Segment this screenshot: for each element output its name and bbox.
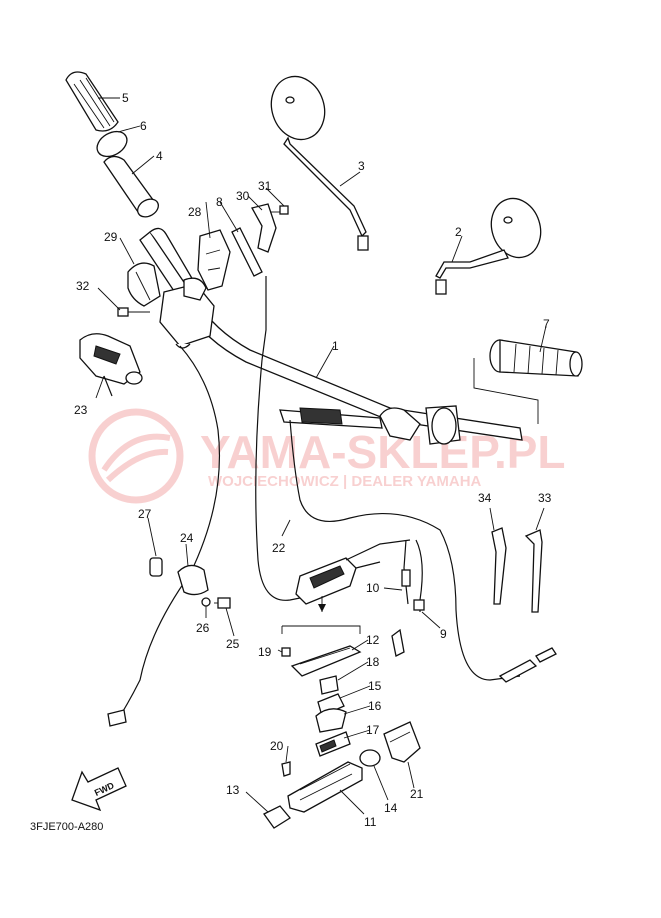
mirror-part-2[interactable] — [435, 192, 548, 295]
watermark-tagline: WOJCIECHOWICZ | DEALER YAMAHA — [208, 473, 482, 490]
callout-2: 2 — [455, 225, 462, 239]
leader-lines — [95, 97, 547, 815]
callout-8: 8 — [216, 195, 223, 209]
callout-31: 31 — [258, 179, 272, 193]
callout-30: 30 — [236, 189, 250, 203]
grip-ring-part[interactable] — [93, 126, 132, 161]
boot-part-21[interactable] — [383, 721, 421, 763]
screw-part-20[interactable] — [281, 761, 291, 777]
knob-part-18[interactable] — [319, 675, 339, 695]
callout-23: 23 — [74, 403, 88, 417]
screw-part-32[interactable] — [117, 307, 150, 317]
callout-28: 28 — [188, 205, 202, 219]
callout-15: 15 — [368, 679, 382, 693]
callout-7: 7 — [543, 317, 550, 331]
screw-part-25[interactable] — [214, 597, 231, 609]
callout-19: 19 — [258, 645, 272, 659]
switch-part-29[interactable] — [127, 262, 161, 307]
callout-29: 29 — [104, 230, 118, 244]
callout-21: 21 — [410, 787, 424, 801]
watermark-logo — [88, 408, 184, 504]
callout-9: 9 — [440, 627, 447, 641]
clamp-part-24[interactable] — [177, 564, 209, 596]
callout-13: 13 — [226, 783, 240, 797]
switch-base-part-11[interactable] — [287, 761, 363, 813]
clutch-lever-perch[interactable] — [279, 405, 461, 445]
callout-6: 6 — [140, 119, 147, 133]
switch-assembly-part-23[interactable] — [79, 333, 143, 397]
callout-33: 33 — [538, 491, 552, 505]
diagram-code: 3FJE700-A280 — [30, 821, 103, 833]
mirror-part-3[interactable] — [263, 70, 369, 251]
callout-34: 34 — [478, 491, 492, 505]
callout-24: 24 — [180, 531, 194, 545]
forward-arrow-icon: FWD — [71, 767, 127, 812]
cable-tie-part-33[interactable] — [524, 529, 543, 613]
screw-part-31[interactable] — [270, 205, 289, 215]
callouts: 1 2 3 4 5 6 7 8 9 10 11 12 13 14 15 16 1… — [74, 91, 552, 829]
switch-part-17[interactable] — [315, 731, 351, 757]
callout-25: 25 — [226, 637, 240, 651]
cap-part-13[interactable] — [263, 805, 291, 829]
callout-17: 17 — [366, 723, 380, 737]
collar-part-27[interactable] — [149, 557, 163, 577]
callout-32: 32 — [76, 279, 90, 293]
callout-11: 11 — [364, 815, 377, 829]
right-grip-part[interactable] — [489, 339, 583, 377]
callout-26: 26 — [196, 621, 210, 635]
callout-12: 12 — [366, 633, 380, 647]
callout-27: 27 — [138, 507, 152, 521]
callout-20: 20 — [270, 739, 284, 753]
bolt-part-8[interactable] — [231, 227, 263, 277]
watermark-logo-mark — [101, 433, 171, 483]
callout-5: 5 — [122, 91, 129, 105]
callout-14: 14 — [384, 801, 398, 815]
cable-tie-part-34[interactable] — [491, 527, 507, 605]
callout-16: 16 — [368, 699, 382, 713]
throttle-housing-part[interactable] — [159, 277, 215, 349]
ring-part-14[interactable] — [359, 749, 381, 767]
callout-22: 22 — [272, 541, 286, 555]
bracket-part-28[interactable] — [197, 229, 231, 291]
switch-cover-part-12[interactable] — [290, 645, 362, 677]
clip-part-30[interactable] — [251, 203, 277, 253]
connector-assembly[interactable] — [295, 539, 411, 605]
callout-1: 1 — [332, 339, 339, 353]
callout-3: 3 — [358, 159, 365, 173]
left-grip-part[interactable] — [65, 71, 119, 132]
callout-4: 4 — [156, 149, 163, 163]
callout-18: 18 — [366, 655, 380, 669]
screw-part-19[interactable] — [281, 647, 291, 657]
holder-part-16[interactable] — [315, 708, 347, 733]
washer-part-26[interactable] — [201, 597, 211, 607]
callout-10: 10 — [366, 581, 380, 595]
